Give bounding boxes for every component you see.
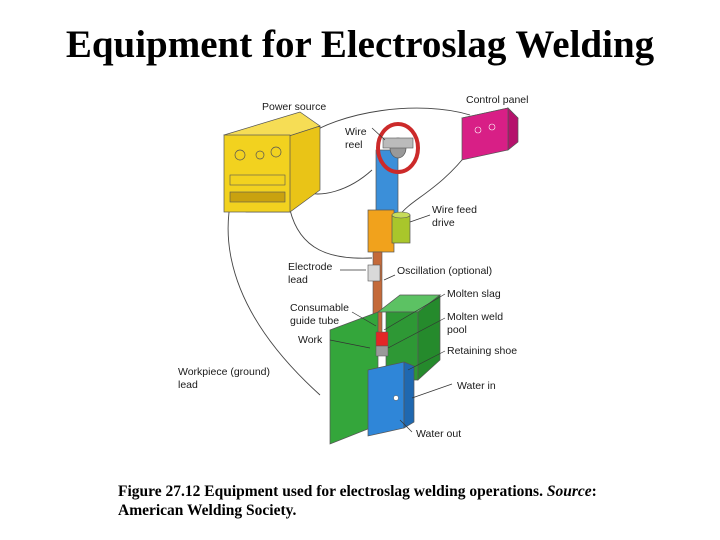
label-wire-reel-1: Wire: [345, 126, 367, 138]
label-wire-reel-2: reel: [345, 139, 363, 151]
label-consumable-guide-2: guide tube: [290, 315, 339, 327]
caption-source-label: Source: [546, 483, 592, 500]
work-pieces: [329, 294, 442, 445]
label-electrode-lead-1: Electrode: [288, 261, 333, 273]
label-power-source: Power source: [262, 101, 326, 113]
label-molten-weld-pool-2: pool: [447, 324, 467, 336]
label-molten-slag: Molten slag: [447, 288, 501, 300]
molten-slag: [375, 331, 389, 347]
wire-reel: [376, 122, 420, 174]
caption-source-text: : American Welding Society.: [118, 483, 597, 519]
label-work: Work: [298, 334, 323, 346]
figure-caption: Figure 27.12 Equipment used for electros…: [118, 482, 638, 520]
control-cable-drive: [399, 149, 471, 216]
label-wire-feed-drive-2: drive: [432, 217, 455, 229]
label-control-panel: Control panel: [466, 94, 528, 106]
label-retaining-shoe: Retaining shoe: [447, 345, 517, 357]
label-molten-weld-pool-1: Molten weld: [447, 311, 503, 323]
control-panel: [461, 107, 519, 161]
electrode-cable: [289, 209, 373, 259]
caption-main: Figure 27.12 Equipment used for electros…: [118, 483, 547, 500]
label-oscillation: Oscillation (optional): [397, 265, 492, 277]
label-water-in: Water in: [457, 380, 496, 392]
power-source: [223, 111, 321, 213]
weld-pool: [375, 345, 389, 357]
leader-lines: [329, 127, 453, 433]
label-consumable-guide-1: Consumable: [290, 302, 349, 314]
retaining-shoe: [367, 361, 415, 437]
electrode-clamp: [367, 264, 381, 282]
slide-title: Equipment for Electroslag Welding: [65, 23, 655, 66]
label-workpiece-lead-1: Workpiece (ground): [178, 366, 270, 378]
wire-feed-drive: [367, 209, 411, 253]
label-workpiece-lead-2: lead: [178, 379, 198, 391]
label-wire-feed-drive-1: Wire feed: [432, 204, 477, 216]
label-electrode-lead-2: lead: [288, 274, 308, 286]
label-water-out: Water out: [416, 428, 461, 440]
